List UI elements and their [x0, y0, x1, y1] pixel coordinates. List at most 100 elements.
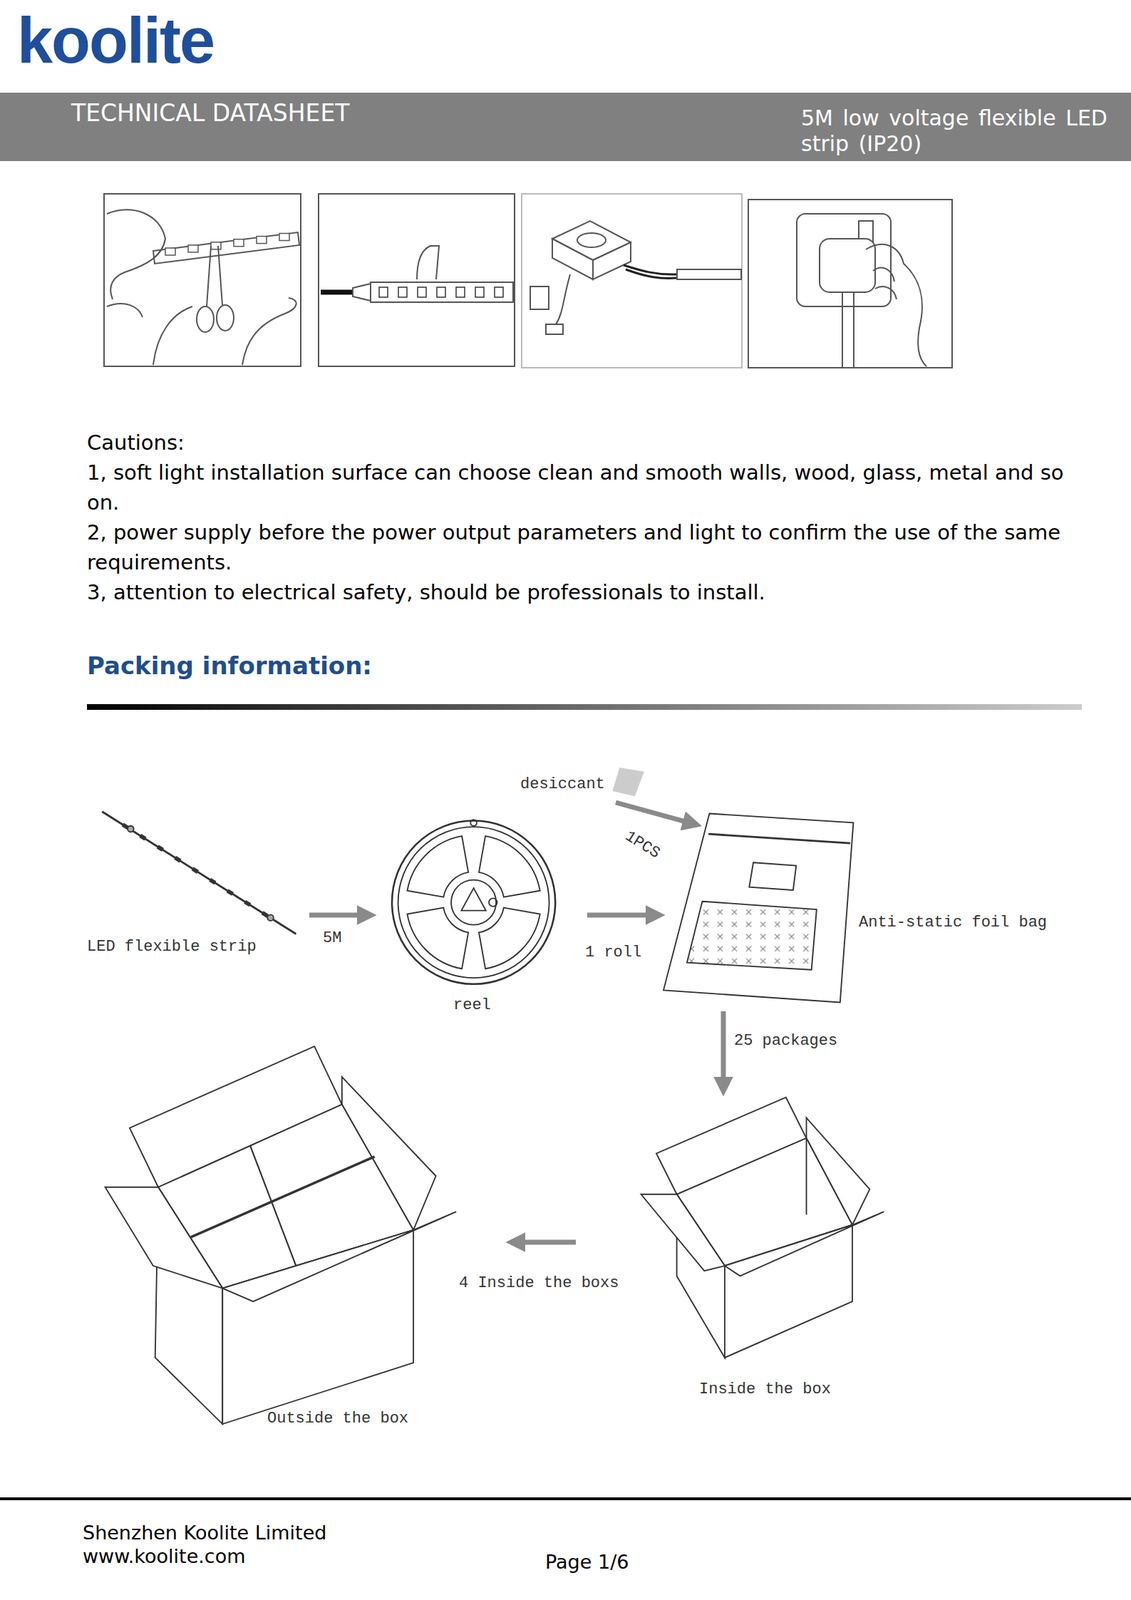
packing-stage: desiccant	[513, 769, 613, 800]
reel-window	[406, 907, 469, 970]
stage-label: desiccant	[520, 775, 606, 794]
led-strip	[101, 811, 296, 935]
stage-label: Inside the box	[699, 1380, 831, 1399]
scissors	[196, 306, 214, 333]
foil-bag	[663, 813, 854, 1003]
hand	[153, 297, 297, 365]
led-chip	[436, 287, 446, 298]
strip-end	[127, 825, 134, 833]
arrow-label: 5M	[321, 929, 343, 948]
strip-end	[267, 914, 274, 921]
power-cord	[555, 274, 571, 325]
header-title: TECHNICAL DATASHEET	[71, 99, 350, 128]
scissors	[216, 305, 234, 331]
driver-box	[552, 238, 593, 280]
led-strip	[370, 282, 514, 303]
arrow-label: 25 packages	[732, 1031, 839, 1051]
zip-seal	[708, 833, 851, 844]
led-chip	[226, 888, 234, 896]
packing-stage: Outside the box	[99, 1040, 512, 1437]
photo-frame	[521, 193, 742, 368]
led-chip	[165, 248, 176, 256]
reel-hub	[488, 897, 497, 906]
heading-rule	[86, 704, 1082, 710]
plug	[545, 324, 564, 335]
led-chip	[233, 239, 244, 247]
stage-label: reel	[453, 996, 492, 1015]
cord	[842, 292, 854, 368]
led-chip	[475, 287, 484, 298]
led-chip	[243, 900, 251, 907]
led-chip	[256, 236, 267, 244]
photo-frame	[318, 193, 515, 367]
driver-box	[592, 242, 631, 280]
flow-arrow	[587, 912, 657, 918]
wall-socket	[796, 213, 891, 307]
reel	[391, 820, 556, 985]
desiccant-pack	[612, 767, 644, 797]
reel-hub	[461, 887, 486, 911]
flow-arrow	[721, 1011, 727, 1088]
reel	[398, 826, 550, 978]
stage-label: Outside the box	[267, 1409, 409, 1429]
footer-url: www.koolite.com	[82, 1544, 246, 1569]
led-chip	[494, 287, 504, 298]
cautions-block: Cautions:1, soft light installation surf…	[86, 427, 1071, 608]
packing-stage: LED flexible strip	[84, 805, 307, 966]
strip-end	[416, 245, 440, 280]
reel-window	[478, 907, 541, 970]
stage-label: LED flexible strip	[86, 937, 257, 957]
page-number: Page 1/6	[545, 1550, 629, 1575]
caution-item: 3, attention to electrical safety, shoul…	[86, 577, 1071, 608]
bag-label	[749, 862, 797, 891]
footer-company: Shenzhen Koolite Limited	[82, 1520, 327, 1546]
packing-stage: Anti-static foil bag	[659, 826, 1059, 1009]
section-heading: Packing information:	[86, 649, 373, 682]
led-chip	[191, 866, 199, 874]
flow-arrow	[309, 912, 368, 918]
wire	[623, 265, 678, 279]
led-chips	[165, 233, 290, 256]
led-chip	[456, 287, 465, 298]
led-chip	[138, 833, 147, 841]
led-chips	[121, 823, 269, 918]
bag-print	[687, 901, 817, 970]
arrow-label: 1PCS	[620, 826, 665, 864]
reel-notch	[470, 819, 477, 826]
header-product: 5M low voltage flexible LED strip (IP20)	[801, 105, 1122, 157]
photo-frame	[104, 193, 301, 367]
cable	[320, 290, 353, 296]
hand	[865, 244, 927, 367]
cautions-heading: Cautions:	[86, 427, 1071, 458]
led-chip	[210, 242, 221, 250]
led-chip	[279, 233, 290, 241]
reel-window	[478, 835, 541, 898]
outlet	[530, 286, 549, 310]
caution-item: 2, power supply before the power output …	[86, 517, 1071, 578]
led-strip	[677, 269, 742, 280]
led-chip	[208, 878, 216, 885]
logo: koolite	[17, 1, 214, 80]
led-chip	[156, 845, 164, 852]
packing-stage: Inside the box	[578, 1090, 893, 1412]
scissors	[206, 245, 223, 307]
outer-carton	[105, 1046, 457, 1424]
led-chip	[173, 855, 182, 863]
packing-stage: reel	[370, 812, 585, 1021]
flow-arrow	[514, 1240, 576, 1246]
flow-arrow	[615, 802, 694, 824]
driver-label	[577, 233, 606, 248]
led-chip	[417, 287, 427, 298]
hand	[106, 209, 166, 318]
reel-windows	[406, 835, 540, 969]
inner-carton	[640, 1097, 884, 1358]
led-chips	[379, 287, 504, 298]
connector	[352, 283, 371, 301]
led-chip	[379, 287, 388, 298]
caution-item: 1, soft light installation surface can c…	[86, 457, 1071, 518]
stage-label: Anti-static foil bag	[858, 913, 1047, 933]
led-strip	[153, 232, 300, 264]
arrow-label: 1 roll	[583, 943, 643, 963]
